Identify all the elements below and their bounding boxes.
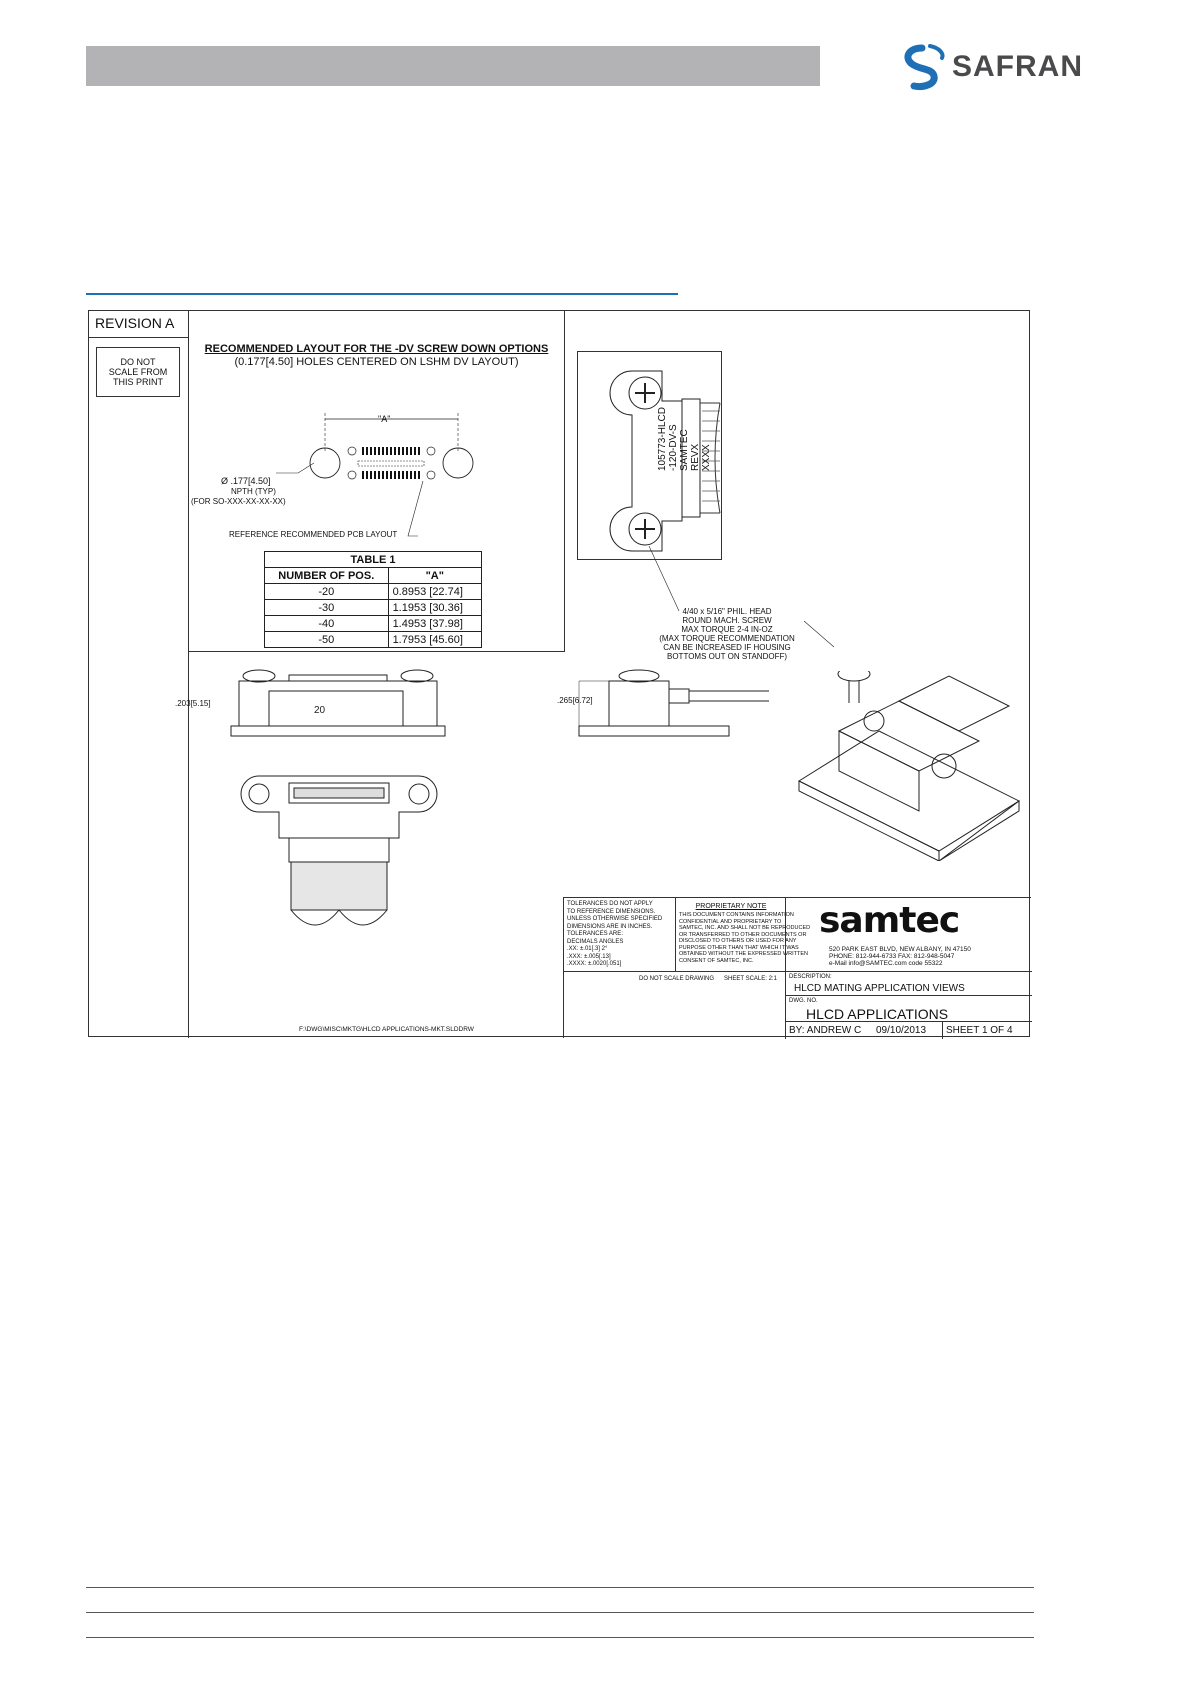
marking-line: -120-DV-S — [668, 424, 679, 471]
table-cell: 1.7953 [45.60] — [387, 631, 483, 648]
sheet-scale: SHEET SCALE: 2:1 — [724, 976, 777, 982]
company-address: 520 PARK EAST BLVD, NEW ALBANY, IN 47150… — [829, 946, 971, 967]
engineering-drawing: REVISION A DO NOT SCALE FROM THIS PRINT … — [88, 310, 1032, 1039]
screw-note: 4/40 x 5/16" PHIL. HEAD ROUND MACH. SCRE… — [659, 607, 795, 661]
table-header-pos: NUMBER OF POS. — [264, 567, 389, 584]
layout-title: RECOMMENDED LAYOUT FOR THE -DV SCREW DOW… — [204, 343, 549, 355]
do-not-scale-stamp: DO NOT SCALE FROM THIS PRINT — [96, 347, 180, 397]
part-marking: 105773-HLCD -120-DV-S SAMTEC REVX XXXX — [617, 391, 712, 551]
front-view: 20 — [230, 669, 446, 737]
safran-logo-icon — [904, 44, 945, 90]
table-title: TABLE 1 — [264, 551, 482, 568]
recommended-layout-panel: RECOMMENDED LAYOUT FOR THE -DV SCREW DOW… — [188, 311, 565, 652]
drawing-number: HLCD APPLICATIONS — [806, 1006, 949, 1022]
dim-side: .265[6.72] — [557, 696, 593, 705]
footer-rule-middle — [86, 1612, 1034, 1613]
footer-rule-bottom — [86, 1637, 1034, 1638]
do-not-scale-drawing: DO NOT SCALE DRAWING — [639, 976, 715, 982]
table-cell: 1.1953 [30.36] — [387, 599, 483, 616]
svg-text:20: 20 — [314, 705, 326, 716]
table-cell: -30 — [264, 599, 389, 616]
hole-label-3: (FOR SO-XXX-XX-XX-XX) — [191, 497, 286, 506]
proprietary-body: THIS DOCUMENT CONTAINS INFORMATION CONFI… — [679, 912, 811, 964]
header-bar — [86, 46, 820, 86]
revision-label: REVISION A — [89, 311, 189, 338]
table-cell: -20 — [264, 583, 389, 600]
company-logo-text: samtec — [819, 900, 960, 941]
layout-subtitle: (0.177[4.50] HOLES CENTERED ON LSHM DV L… — [234, 356, 519, 368]
table-cell: 1.4953 [37.98] — [387, 615, 483, 632]
description-label: DESCRIPTION: — [789, 974, 832, 980]
dim-a-label: "A" — [378, 414, 391, 424]
left-column-divider — [188, 311, 189, 1038]
table-cell: -40 — [264, 615, 389, 632]
table-header-a: "A" — [387, 567, 483, 584]
title-block: TOLERANCES DO NOT APPLY TO REFERENCE DIM… — [563, 897, 1032, 1039]
brand-name: SAFRAN — [952, 50, 1083, 83]
hole-label-1: Ø .177[4.50] — [221, 476, 271, 486]
proprietary-title: PROPRIETARY NOTE — [695, 903, 767, 910]
top-view-inset — [577, 351, 722, 560]
pcb-layout-drawing — [276, 413, 474, 537]
drawing-date: 09/10/2013 — [876, 1025, 927, 1036]
sheet-number: SHEET 1 OF 4 — [946, 1025, 1013, 1036]
table-cell: 0.8953 [22.74] — [387, 583, 483, 600]
hole-label-2: NPTH (TYP) — [231, 487, 276, 496]
section-rule — [86, 293, 678, 295]
description: HLCD MATING APPLICATION VIEWS — [794, 983, 965, 994]
drawn-by: BY: ANDREW C — [789, 1025, 862, 1036]
bottom-view — [240, 775, 438, 926]
marking-line: XXXX — [701, 444, 712, 471]
marking-line: REVX — [690, 443, 701, 471]
tolerance-note: TOLERANCES DO NOT APPLY TO REFERENCE DIM… — [567, 901, 663, 967]
dim-front: .203[5.15] — [175, 699, 211, 708]
marking-line: SAMTEC — [679, 429, 690, 471]
footer-rule-top — [86, 1587, 1034, 1588]
marking-line: 105773-HLCD — [657, 407, 668, 471]
side-view — [578, 669, 769, 737]
table-cell: -50 — [264, 631, 389, 648]
isometric-view — [797, 671, 1021, 861]
file-path: F:\DWG\MISC\MKTG\HLCD APPLICATIONS-MKT.S… — [299, 1026, 474, 1033]
dwg-no-label: DWG. NO. — [789, 998, 818, 1004]
pcb-layout-label: REFERENCE RECOMMENDED PCB LAYOUT — [229, 530, 398, 539]
